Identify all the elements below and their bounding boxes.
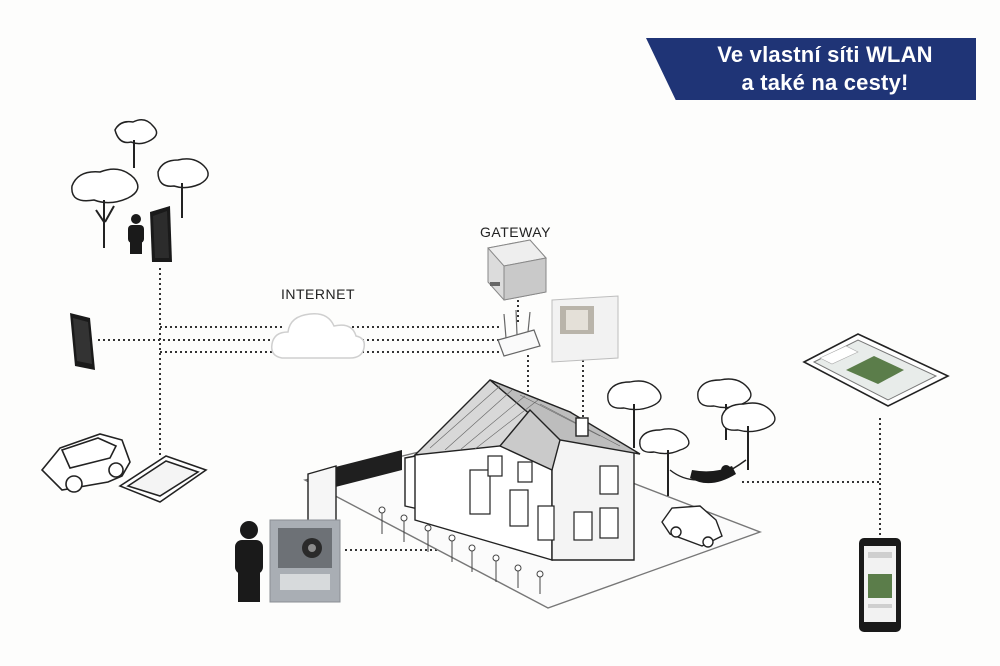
car-icon xyxy=(42,434,130,492)
tablet-icon xyxy=(120,456,206,502)
gateway-device-icon xyxy=(488,240,546,300)
smartphone-icon xyxy=(70,313,95,370)
cloud-icon xyxy=(272,314,365,358)
indoor-monitor-icon xyxy=(552,296,618,362)
person-icon xyxy=(235,521,263,602)
smartphone-icon xyxy=(859,538,901,632)
person-icon xyxy=(128,214,144,254)
door-panel-icon xyxy=(150,206,172,262)
tree-icon xyxy=(115,120,157,168)
tree-icon xyxy=(72,169,138,248)
door-station-icon xyxy=(270,520,340,602)
house-icon xyxy=(305,380,760,608)
tree-icon xyxy=(640,429,689,496)
hammock-icon xyxy=(670,460,746,483)
tree-icon xyxy=(722,403,775,470)
tablet-icon xyxy=(804,334,948,406)
